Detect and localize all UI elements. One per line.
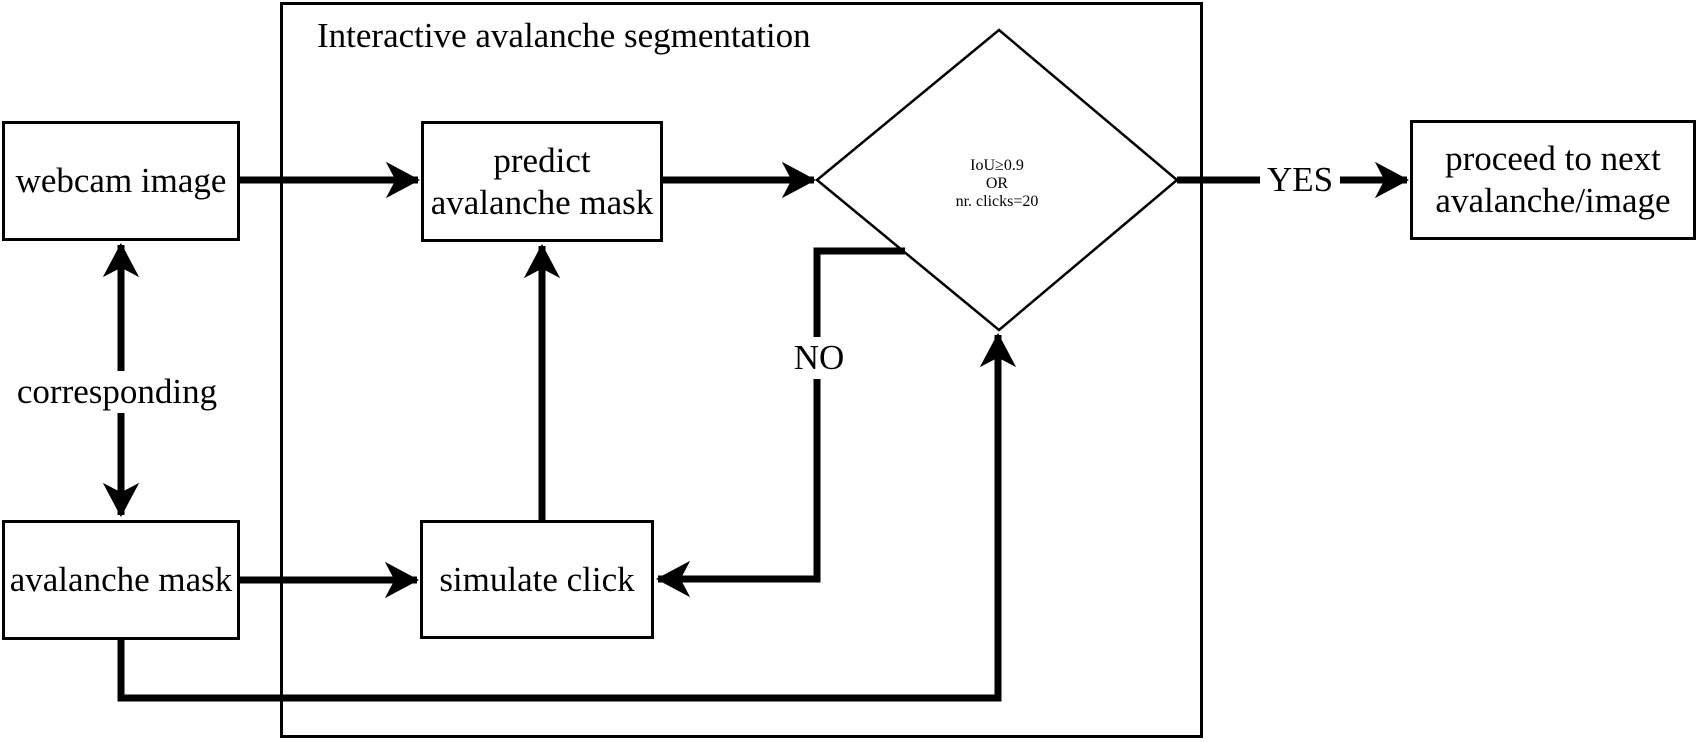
edge-label-no: NO bbox=[792, 337, 846, 379]
node-proceed-next: proceed to next avalanche/image bbox=[1410, 120, 1696, 240]
node-webcam-image: webcam image bbox=[2, 121, 240, 241]
decision-label-line2: OR bbox=[985, 175, 1009, 192]
decision-label-line3: nr. clicks=20 bbox=[955, 193, 1039, 210]
node-proceed-label-line2: avalanche/image bbox=[1435, 181, 1671, 220]
decision-label-line1: IoU≥0.9 bbox=[970, 157, 1024, 174]
node-predict-label-line2: avalanche mask bbox=[430, 182, 654, 222]
node-decision-label: IoU≥0.9 OR nr. clicks=20 bbox=[817, 121, 1177, 247]
node-simulate-click-label: simulate click bbox=[439, 559, 635, 599]
arrow-mask-to-decision-feedback bbox=[117, 335, 998, 702]
node-simulate-click: simulate click bbox=[420, 520, 654, 639]
interactive-segmentation-container: Interactive avalanche segmentation bbox=[280, 2, 1203, 738]
arrow-decision-to-simulate-no bbox=[658, 247, 905, 579]
node-predict-label-line1: predict bbox=[493, 140, 591, 180]
node-avalanche-mask: avalanche mask bbox=[2, 520, 240, 640]
node-avalanche-mask-label: avalanche mask bbox=[9, 560, 233, 599]
node-webcam-image-label: webcam image bbox=[15, 161, 227, 200]
edge-label-yes: YES bbox=[1260, 159, 1340, 201]
node-predict-avalanche-mask: predict avalanche mask bbox=[421, 121, 663, 242]
container-title: Interactive avalanche segmentation bbox=[317, 16, 811, 55]
node-proceed-label-line1: proceed to next bbox=[1445, 139, 1661, 178]
edge-label-corresponding: corresponding bbox=[11, 371, 223, 413]
